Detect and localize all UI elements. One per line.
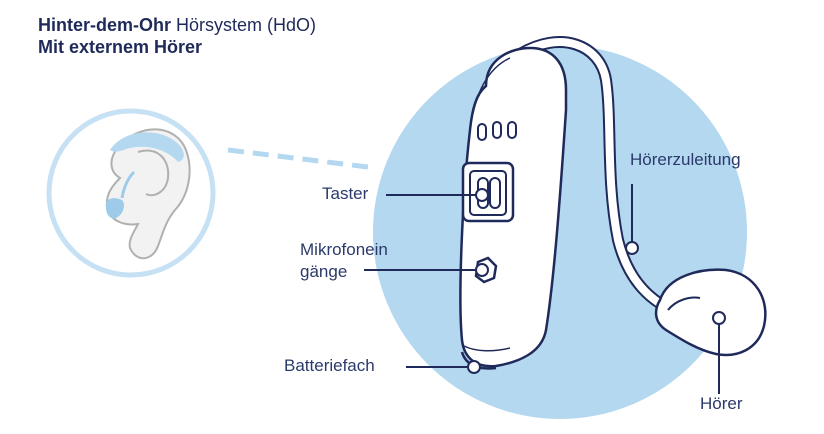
leader-lines xyxy=(364,184,720,394)
label-mikrofon-line2: gänge xyxy=(300,262,348,281)
hearing-aid-body xyxy=(459,46,568,370)
dashed-connector xyxy=(227,147,369,170)
title-light: Hörsystem (HdO) xyxy=(176,15,317,35)
diagram-title: Hinter-dem-Ohr Hörsystem (HdO) Mit exter… xyxy=(38,14,316,58)
label-hoerer: Hörer xyxy=(700,394,743,413)
ear-inset xyxy=(46,108,216,278)
label-batteriefach: Batteriefach xyxy=(284,356,375,375)
label-hoererzuleitung: Hörerzuleitung xyxy=(630,150,741,169)
receiver-shape xyxy=(654,268,767,357)
label-taster: Taster xyxy=(322,184,369,203)
title-subline: Mit externem Hörer xyxy=(38,37,203,57)
title-bold: Hinter-dem-Ohr xyxy=(38,15,172,35)
label-mikrofon-line1: Mikrofonein xyxy=(300,240,388,259)
leader-dots xyxy=(467,188,726,374)
